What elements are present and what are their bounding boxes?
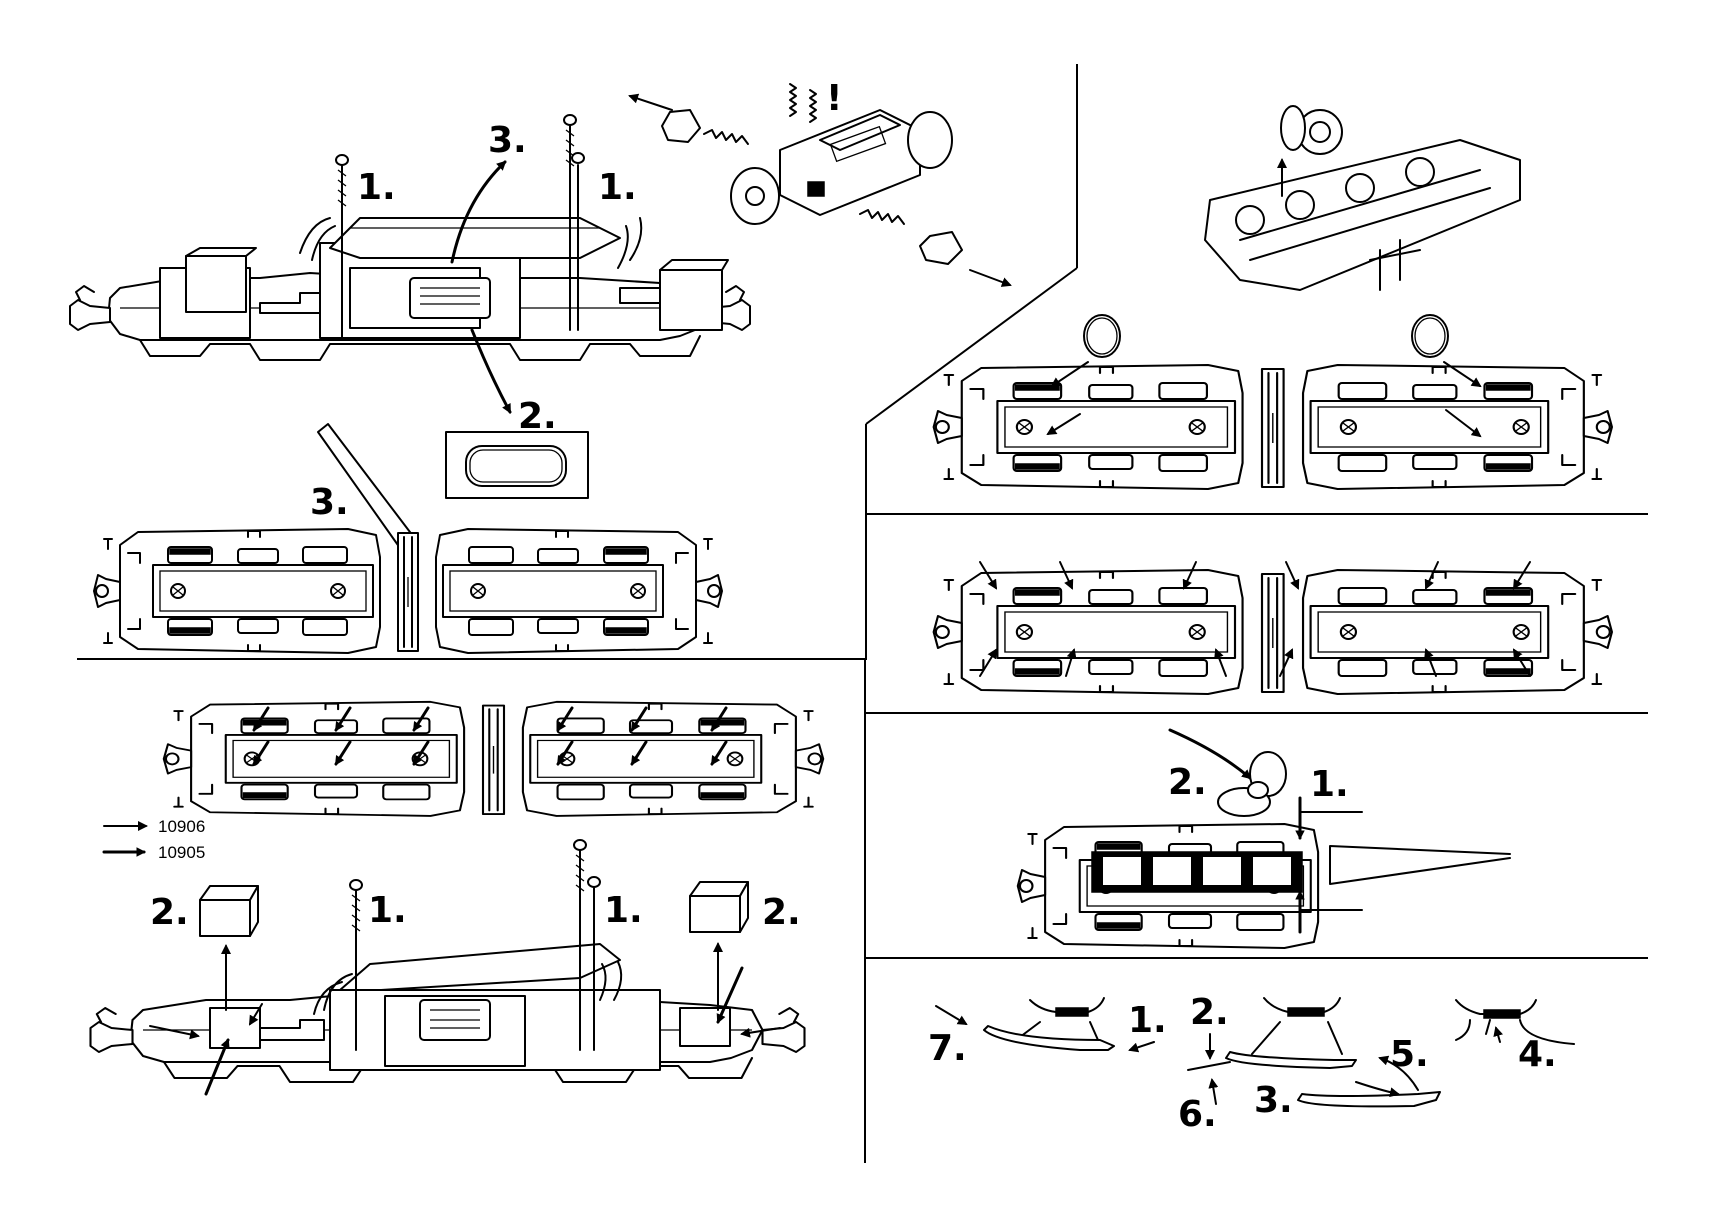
lamp-block-left — [200, 886, 258, 936]
panel-pickup-shoe: 7. 1. 2. 5. 3. 6. 4. — [928, 992, 1574, 1135]
panel-lamp-blocks: 1. 1. 2. 2. — [91, 840, 805, 1094]
loco-chassis-side-view-bottom — [91, 944, 805, 1082]
pickup-shoe-installed — [984, 998, 1114, 1050]
panel-motor-exploded: ! — [630, 78, 1010, 285]
remove-weight-arrow — [472, 330, 510, 412]
traction-tire-left — [1084, 315, 1120, 357]
motor-unit — [731, 110, 952, 224]
panel-motor-removal: 1. 1. 3. 2. 3. — [70, 115, 750, 653]
loco-bottom-view-tires — [934, 365, 1612, 489]
step-label-6: 6. — [1178, 1094, 1217, 1135]
lamp-block-right — [690, 882, 748, 932]
step-label-2c: 2. — [762, 892, 801, 933]
step-label-3a: 3. — [488, 120, 527, 161]
panel-lubrication — [934, 562, 1612, 694]
panel-gear-exchange: 2. 1. — [1018, 730, 1510, 948]
step-label-3b: 3. — [310, 482, 349, 523]
legend: 10906 10905 — [104, 817, 205, 862]
tweezers — [1300, 812, 1510, 910]
step-label-3c: 3. — [1254, 1080, 1293, 1121]
step-label-1a: 1. — [357, 167, 396, 208]
panel-wheelset — [934, 106, 1612, 489]
traction-tire-right — [1412, 315, 1448, 357]
step-label-2e: 2. — [1190, 992, 1229, 1033]
loco-bottom-view-oil — [934, 570, 1612, 694]
legend-thick-label: 10905 — [158, 843, 205, 862]
step-label-1f: 1. — [1128, 1000, 1167, 1041]
legend-thin-label: 10906 — [158, 817, 205, 836]
warning-mark: ! — [826, 78, 842, 119]
panel-gear-points: 10906 10905 — [104, 702, 823, 862]
step-label-2b: 2. — [150, 892, 189, 933]
loco-chassis-side-view-top — [70, 218, 750, 360]
step-label-1b: 1. — [598, 167, 637, 208]
step-label-2d: 2. — [1168, 762, 1207, 803]
removed-window-plate — [446, 432, 588, 498]
step-label-1c: 1. — [368, 890, 407, 931]
step-label-7: 7. — [928, 1028, 967, 1069]
step-label-1e: 1. — [1310, 764, 1349, 805]
loco-half-with-gear-train — [1018, 824, 1318, 948]
step-label-5: 5. — [1390, 1034, 1429, 1075]
step-label-1d: 1. — [604, 890, 643, 931]
loco-bottom-view-1 — [94, 529, 722, 653]
step-label-2a: 2. — [518, 396, 557, 437]
bogie-perspective — [1205, 106, 1520, 290]
